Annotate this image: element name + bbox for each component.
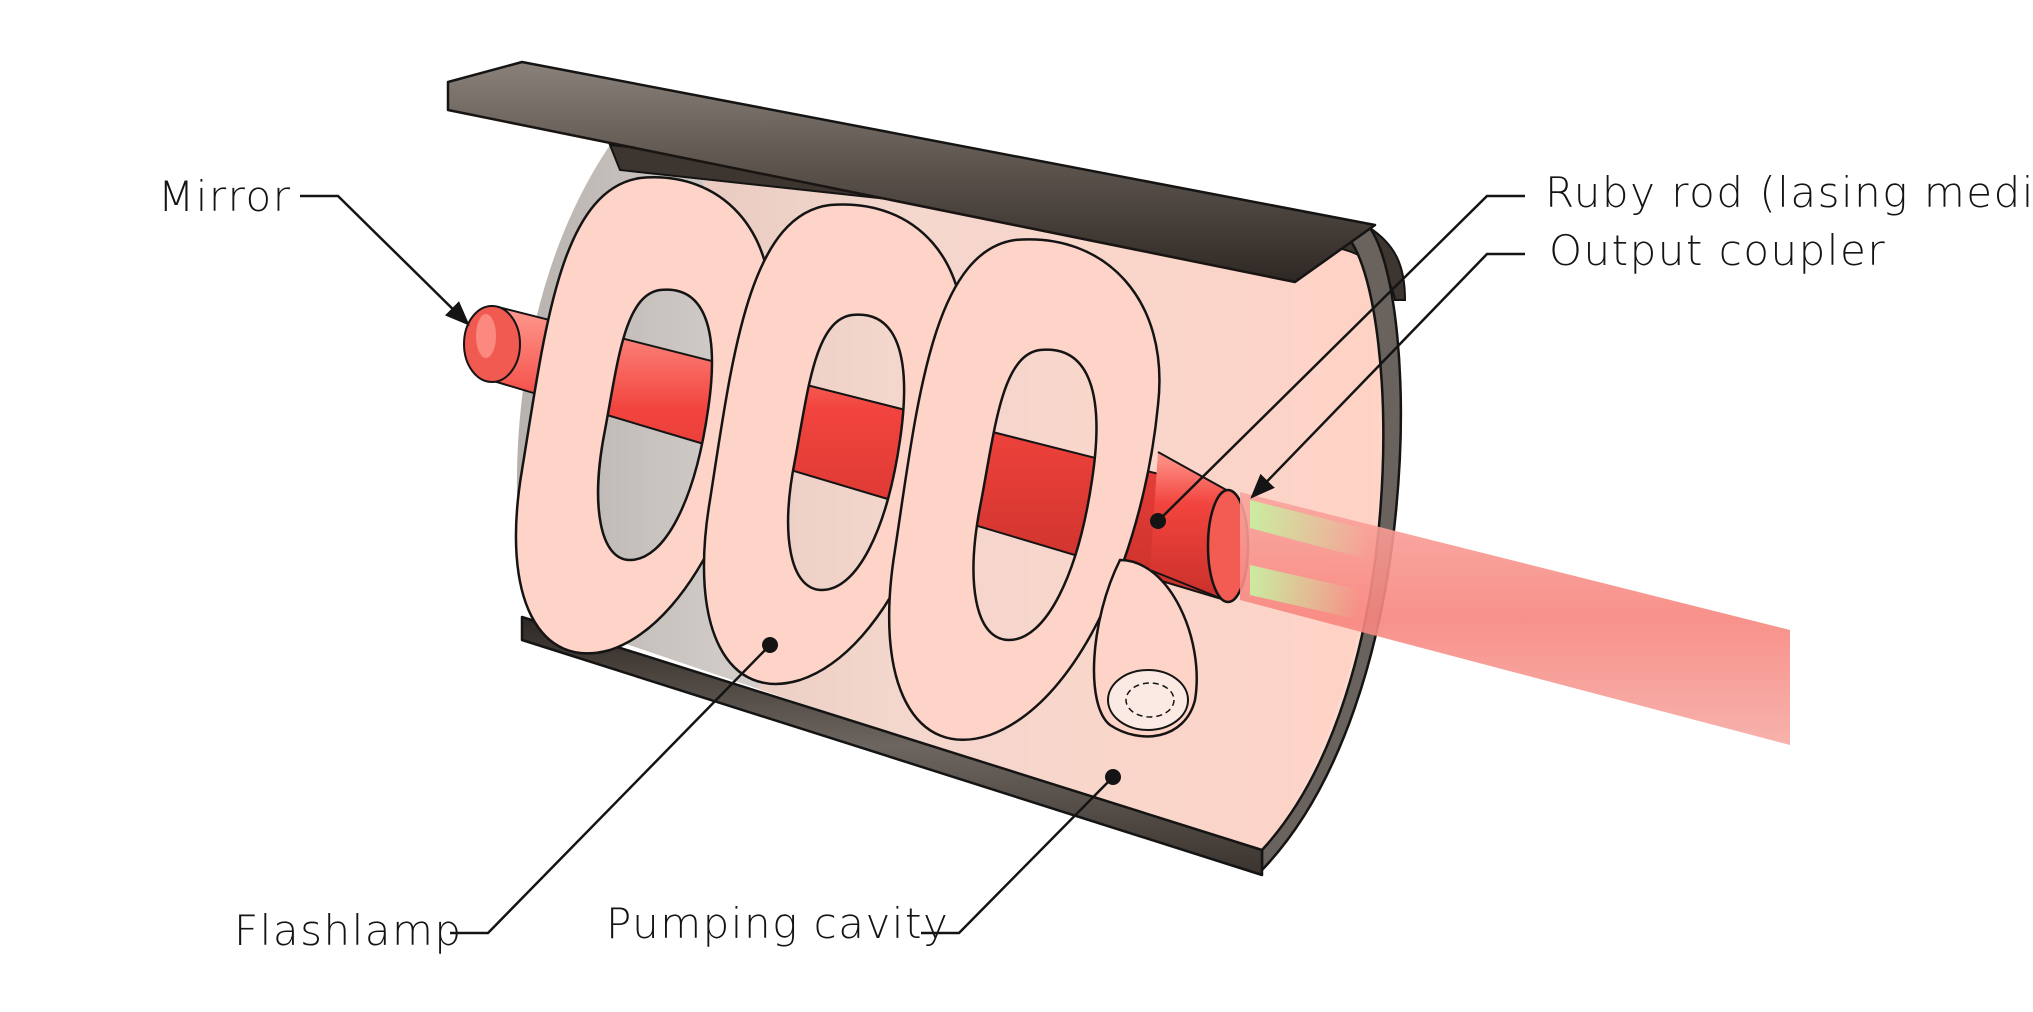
pumping-cavity-label: Pumping cavity [606,899,950,948]
flashlamp [514,176,1198,741]
ruby-rod-label: Ruby rod (lasing medium) [1545,168,2033,217]
mirror-label: Mirror [158,172,292,221]
cavity-top-plate [446,60,1377,284]
laser-beam-body [1240,492,1790,745]
pumping-cavity-leader [921,776,1114,935]
output-coupler-label: Output coupler [1549,226,1887,275]
coupler-glow-top [1250,500,1370,560]
cavity-bottom-plate [520,615,1264,877]
mirror-leader [300,194,470,326]
label-markers [762,513,1166,785]
flashlamp-label: Flashlamp [234,906,463,955]
laser-beam [1240,492,1790,745]
output-coupler-leader [1250,252,1525,499]
flashlamp-coil-3 [887,238,1161,741]
flashlamp-end-opening [1107,669,1189,731]
ruby-rod-marker [1150,513,1166,529]
coupler-glow-bottom [1250,565,1360,620]
flashlamp-marker [762,637,778,653]
pumping-cavity-marker [1105,769,1121,785]
ruby-rod-front [1149,451,1250,604]
flashlamp-leader [450,644,771,935]
leader-lines [300,194,1525,935]
ruby-rod-leader [1157,194,1525,522]
